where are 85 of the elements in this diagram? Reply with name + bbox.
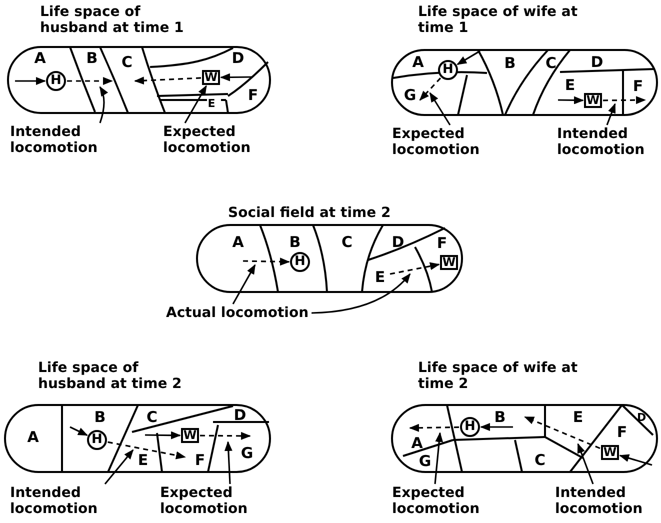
square-marker: W <box>584 93 602 108</box>
region-label: E <box>136 452 150 468</box>
region-label: B <box>503 55 517 71</box>
callout-label: Intended locomotion <box>555 485 655 517</box>
leader-line <box>99 86 108 124</box>
callout-label: Intended locomotion <box>10 124 110 156</box>
circle-marker: H <box>438 60 458 80</box>
region-label: E <box>563 77 577 93</box>
dashed-arrow <box>390 262 440 275</box>
dashed-arrow <box>524 416 600 450</box>
region-label: A <box>411 54 425 70</box>
dashed-arrow <box>200 432 251 440</box>
square-marker: W <box>601 445 619 460</box>
panel-title: Life space of husband at time 2 <box>38 360 183 392</box>
region-label: C <box>533 452 547 468</box>
region-label: A <box>33 50 47 66</box>
region-label: E <box>571 409 585 425</box>
callout-label: Expected locomotion <box>163 124 263 156</box>
circle-marker: H <box>460 417 480 437</box>
arrow <box>145 431 181 440</box>
region-label: F <box>246 87 260 103</box>
region-label: A <box>26 429 40 445</box>
panel-title: Life space of wife at time 2 <box>418 360 579 392</box>
dashed-arrow <box>242 258 290 266</box>
region-label: G <box>240 445 254 461</box>
dashed-arrow <box>108 441 186 460</box>
region-label: E <box>207 98 216 109</box>
dashed-arrow <box>134 76 202 85</box>
callout-label: Actual locomotion <box>166 305 309 321</box>
region-label: F <box>615 424 629 440</box>
region-label: D <box>637 412 646 423</box>
panel-title: Life space of husband at time 1 <box>40 4 185 36</box>
region-label: G <box>403 87 417 103</box>
arrow <box>70 426 88 436</box>
leader-line <box>184 85 207 124</box>
dashed-arrow <box>419 78 442 101</box>
arrow <box>220 73 252 82</box>
arrow <box>15 77 46 85</box>
leader-line <box>104 449 134 484</box>
region-label: C <box>145 409 159 425</box>
dashed-arrow <box>409 424 460 432</box>
square-marker: W <box>440 255 458 270</box>
region-label: B <box>493 409 507 425</box>
region-label: B <box>288 234 302 250</box>
callout-label: Expected locomotion <box>160 485 260 517</box>
square-marker: W <box>202 70 220 85</box>
callout-label: Expected locomotion <box>392 126 492 158</box>
callout-label: Intended locomotion <box>557 126 657 158</box>
arrow <box>558 96 584 104</box>
leader-line <box>429 92 451 126</box>
panel-title: Life space of wife at time 1 <box>418 4 579 36</box>
dashed-arrow <box>603 96 646 104</box>
region-label: A <box>410 435 424 451</box>
leader-line <box>232 264 256 304</box>
region-label: G <box>418 453 432 469</box>
region-label: A <box>231 234 245 250</box>
region-label: C <box>544 55 558 71</box>
arrow <box>480 423 513 431</box>
circle-marker: H <box>290 252 310 272</box>
circle-marker: H <box>87 430 107 450</box>
leader-line <box>606 103 616 126</box>
leader-line <box>312 273 411 314</box>
square-marker: W <box>181 428 199 443</box>
arrow <box>456 50 480 66</box>
panel-title: Social field at time 2 <box>228 205 392 221</box>
region-label: C <box>340 234 354 250</box>
region-label: D <box>590 54 604 70</box>
region-label: F <box>435 235 449 251</box>
region-label: B <box>93 409 107 425</box>
region-label: C <box>120 54 134 70</box>
region-label: D <box>391 234 405 250</box>
leader-line <box>577 443 594 484</box>
region-label: F <box>193 452 207 468</box>
callout-label: Intended locomotion <box>10 485 110 517</box>
dashed-arrow <box>67 77 113 85</box>
region-label: D <box>233 407 247 423</box>
leader-line <box>434 432 444 484</box>
arrow <box>619 454 652 466</box>
circle-marker: H <box>46 71 66 91</box>
callout-label: Expected locomotion <box>392 485 492 517</box>
region-label: D <box>231 50 245 66</box>
region-label: F <box>631 78 645 94</box>
leader-line <box>224 441 232 484</box>
region-label: B <box>85 50 99 66</box>
region-label: E <box>373 269 387 285</box>
